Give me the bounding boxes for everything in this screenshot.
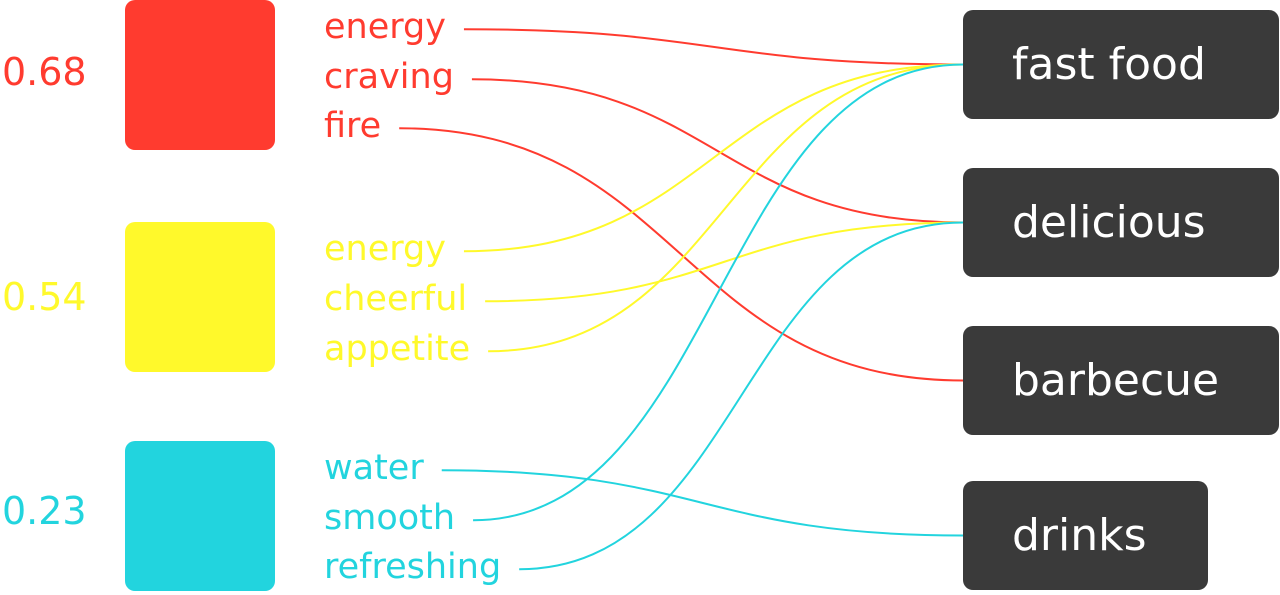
target-label: barbecue bbox=[1012, 355, 1220, 406]
group-0-word-0: energy bbox=[324, 7, 446, 47]
group-2-word-1: smooth bbox=[324, 498, 456, 538]
group-score-0: 0.68 bbox=[2, 50, 87, 94]
target-label: delicious bbox=[1012, 197, 1206, 248]
group-swatch-2 bbox=[125, 441, 275, 591]
link-0-2-to-target-2 bbox=[399, 127, 964, 382]
group-0-word-2: fire bbox=[324, 106, 382, 146]
target-label: fast food bbox=[1012, 39, 1206, 90]
target-box-delicious: delicious bbox=[963, 168, 1279, 277]
link-1-0-to-target-0 bbox=[463, 63, 964, 253]
group-score-1: 0.54 bbox=[2, 275, 87, 319]
target-box-fast-food: fast food bbox=[963, 10, 1279, 119]
group-2-word-0: water bbox=[324, 448, 424, 488]
group-swatch-1 bbox=[125, 222, 275, 372]
link-2-0-to-target-3 bbox=[441, 469, 964, 537]
link-2-1-to-target-0 bbox=[473, 63, 964, 522]
target-label: drinks bbox=[1012, 510, 1147, 561]
connection-lines bbox=[399, 28, 964, 571]
link-1-2-to-target-0 bbox=[488, 63, 964, 353]
group-1-word-1: cheerful bbox=[324, 279, 468, 319]
link-0-1-to-target-1 bbox=[471, 78, 964, 224]
target-box-drinks: drinks bbox=[963, 481, 1208, 590]
group-1-word-2: appetite bbox=[324, 329, 471, 369]
group-2-word-2: refreshing bbox=[324, 547, 502, 587]
group-score-2: 0.23 bbox=[2, 489, 87, 533]
group-1-word-0: energy bbox=[324, 229, 446, 269]
link-1-1-to-target-1 bbox=[485, 221, 964, 303]
link-2-2-to-target-1 bbox=[519, 221, 964, 571]
group-0-word-1: craving bbox=[324, 57, 454, 97]
group-swatch-0 bbox=[125, 0, 275, 150]
link-0-0-to-target-0 bbox=[463, 28, 964, 66]
target-box-barbecue: barbecue bbox=[963, 326, 1279, 435]
